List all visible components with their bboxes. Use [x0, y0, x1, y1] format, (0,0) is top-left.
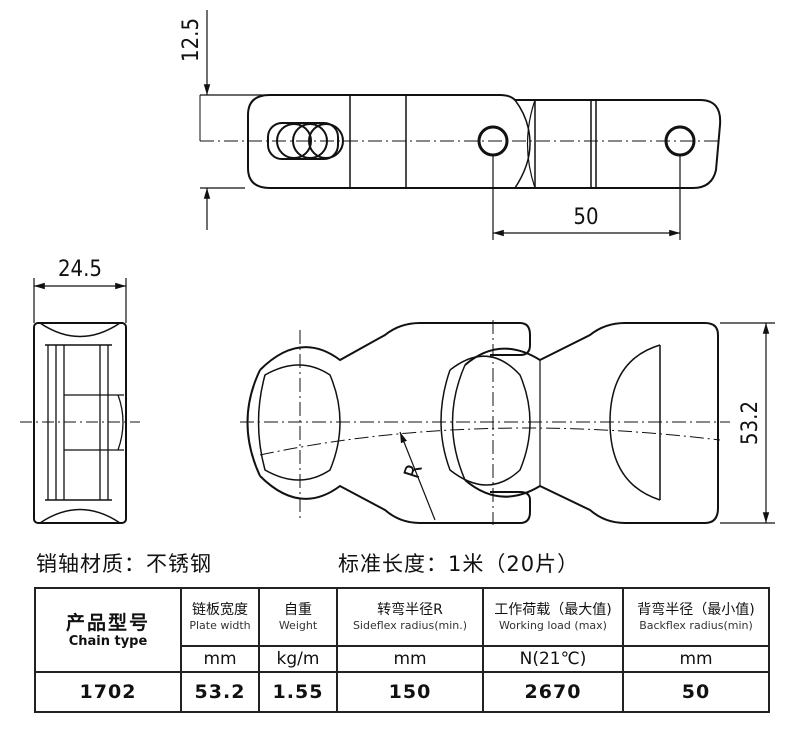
pitch-dim-label: 50 [573, 205, 598, 230]
working-load-header-cn: 工作荷载（最大值) [494, 602, 612, 618]
backflex-value: 50 [622, 671, 770, 713]
sideflex-unit: mm [336, 645, 484, 673]
plate-width-dimension [720, 322, 775, 524]
radius-indicator [399, 431, 436, 521]
plate-width-dim-label: 53.2 [738, 401, 763, 445]
plate-width-header-en: Plate width [189, 619, 251, 632]
side-view [20, 322, 140, 524]
weight-header: 自重 Weight [258, 587, 338, 647]
weight-value: 1.55 [258, 671, 338, 713]
weight-header-cn: 自重 [284, 602, 312, 618]
backflex-unit: mm [622, 645, 770, 673]
spec-value-row: 1702 53.2 1.55 150 2670 50 [34, 671, 770, 713]
plate-width-header: 链板宽度 Plate width [180, 587, 260, 647]
backflex-header-en: Backflex radius(min) [639, 619, 753, 632]
backflex-header: 背弯半径（最小值) Backflex radius(min) [622, 587, 770, 647]
working-load-header: 工作荷载（最大值) Working load (max) [482, 587, 624, 647]
height-dim-label: 12.5 [179, 18, 204, 62]
weight-unit: kg/m [258, 645, 338, 673]
model-value: 1702 [34, 671, 182, 713]
working-load-value: 2670 [482, 671, 624, 713]
height-dimension [200, 10, 280, 230]
backflex-header-cn: 背弯半径（最小值) [637, 602, 755, 618]
model-header-en: Chain type [68, 633, 148, 649]
working-load-unit: N(21℃) [482, 645, 624, 673]
width-dimension [33, 278, 127, 323]
model-header-cell: 产品型号 Chain type [34, 587, 182, 673]
plate-width-value: 53.2 [180, 671, 260, 713]
radius-label: R [400, 461, 428, 482]
spec-table: 产品型号 Chain type 链板宽度 Plate width 自重 Weig… [34, 587, 770, 713]
sideflex-header-en: Sideflex radius(min.) [352, 619, 468, 632]
sideflex-value: 150 [336, 671, 484, 713]
width-dim-label: 24.5 [58, 257, 102, 282]
plate-width-header-cn: 链板宽度 [192, 602, 248, 618]
pitch-dimension [492, 155, 681, 240]
technical-drawing: 12.5 50 24.5 [20, 10, 775, 525]
working-load-header-en: Working load (max) [499, 619, 607, 632]
spec-header-row: 产品型号 Chain type 链板宽度 Plate width 自重 Weig… [34, 587, 770, 673]
spec-unit-row: mm kg/m mm N(21℃) mm [35, 645, 770, 673]
weight-header-en: Weight [278, 619, 318, 632]
plan-view [240, 320, 730, 525]
standard-length-note: 标准长度：1米（20片） [338, 552, 580, 576]
top-view [199, 94, 722, 189]
sideflex-header: 转弯半径R Sideflex radius(min.) [336, 587, 484, 647]
sideflex-header-cn: 转弯半径R [377, 602, 443, 618]
plate-width-unit: mm [180, 645, 260, 673]
model-header-cn: 产品型号 [65, 611, 150, 634]
material-note: 销轴材质：不锈钢 [36, 552, 212, 576]
